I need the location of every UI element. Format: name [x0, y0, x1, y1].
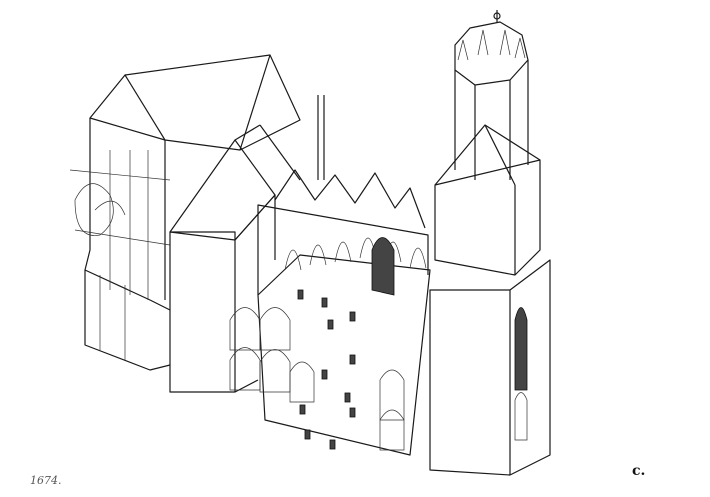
bell-tower [429, 10, 551, 476]
plate-letter: c. [632, 463, 646, 479]
choir-block [69, 54, 301, 371]
nave-pillars [297, 289, 356, 450]
date-inscription: 1674. [30, 474, 62, 487]
ruined-nave [229, 169, 431, 456]
